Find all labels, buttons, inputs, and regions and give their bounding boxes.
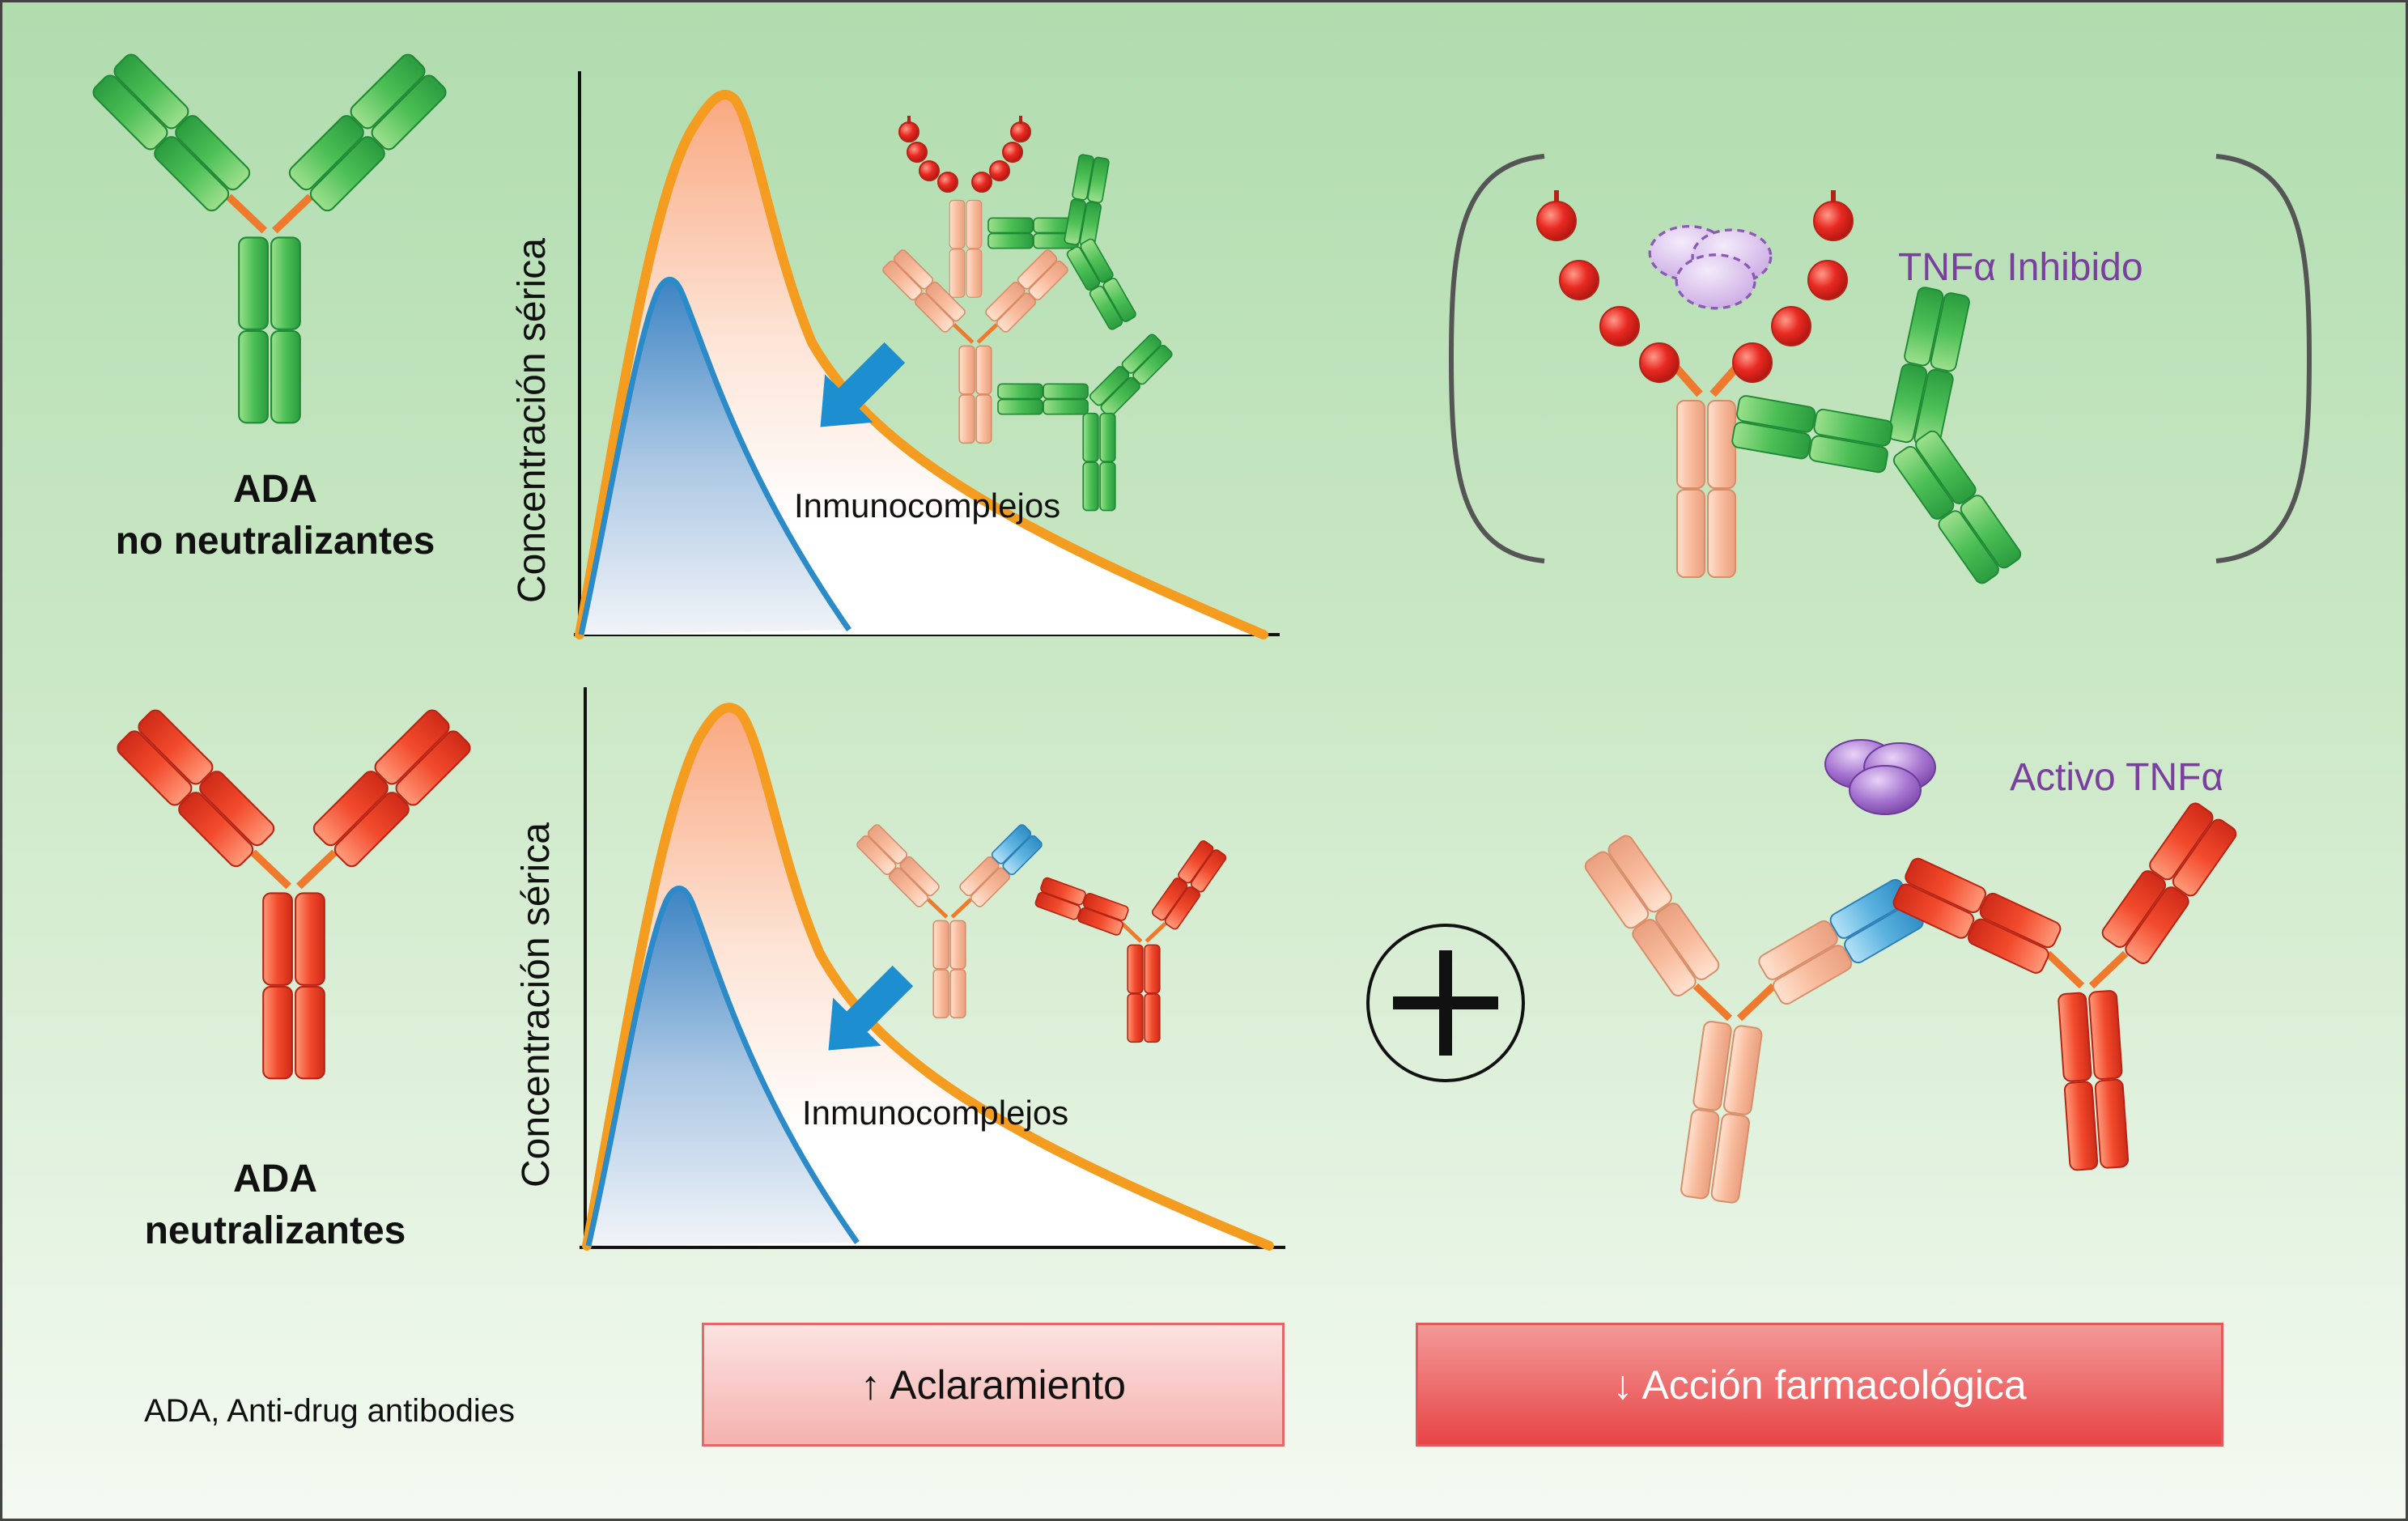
ada-neutralizing-antibody-icon bbox=[115, 707, 474, 1079]
ada-label-line1: ADA bbox=[233, 468, 317, 511]
pharmacologic-action-box: ↓ Acción farmacológica bbox=[1416, 1323, 2223, 1447]
plot-bottom-annotation: Inmunocomplejos bbox=[802, 1094, 1069, 1132]
arrow-icon bbox=[828, 965, 914, 1051]
ada-non-neutralizing-label: ADA no neutralizantes bbox=[105, 464, 445, 567]
tnf-inhibited-label: TNFα Inhibido bbox=[1898, 246, 2143, 289]
ada-label-line1: ADA bbox=[233, 1158, 317, 1200]
immune-complex-icon-3 bbox=[855, 822, 1229, 1043]
plot-top bbox=[574, 71, 1280, 639]
ada-label-line2: neutralizantes bbox=[144, 1209, 406, 1252]
ada-label-line2: no neutralizantes bbox=[115, 520, 435, 563]
plot-bottom bbox=[580, 687, 1285, 1251]
clearance-box: ↑ Aclaramiento bbox=[702, 1323, 1285, 1447]
tnf-active-label: Activo TNFα bbox=[2010, 756, 2224, 799]
footnote: ADA, Anti-drug antibodies bbox=[144, 1393, 516, 1429]
plot-top-annotation: Inmunocomplejos bbox=[794, 486, 1061, 525]
plus-icon bbox=[1366, 924, 1525, 1082]
ada-neutralizing-label: ADA neutralizantes bbox=[105, 1153, 445, 1257]
neutralizing-complex-icon bbox=[1582, 800, 2240, 1204]
tnf-trimer-icon bbox=[1648, 224, 1773, 310]
tnf-trimer-icon bbox=[1824, 739, 1936, 815]
plot-bottom-ylabel: Concentración sérica bbox=[515, 822, 558, 1187]
arrow-icon bbox=[820, 342, 906, 427]
plot-top-ylabel: Concentración sérica bbox=[511, 238, 554, 603]
ada-non-neutralizing-antibody-icon bbox=[91, 52, 449, 423]
immune-complex-icon-1 bbox=[898, 116, 1138, 332]
tnf-inhibited-complex bbox=[1448, 154, 2312, 587]
